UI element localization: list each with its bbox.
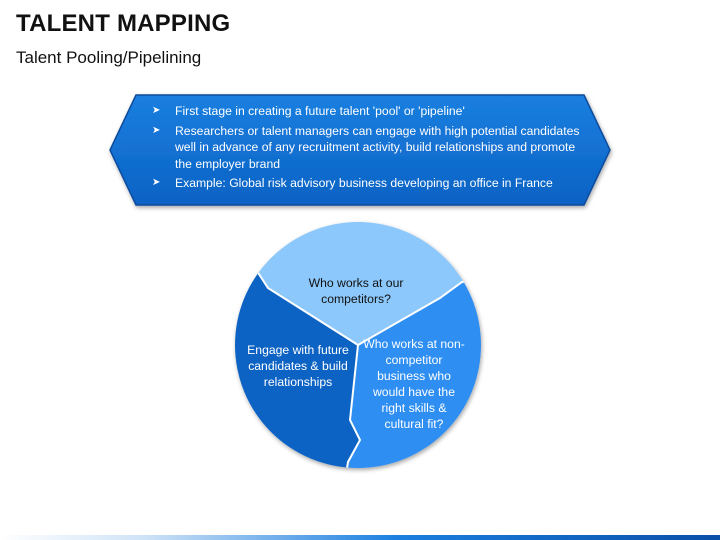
bullet-item: ➤ Researchers or talent managers can eng… [152,123,592,173]
arrow-bullet-icon: ➤ [152,124,161,136]
bullet-item: ➤ Example: Global risk advisory business… [152,175,592,192]
page-title: TALENT MAPPING [16,10,231,37]
segment-top [235,222,481,345]
segment-right-label: Who works at non-competitor business who… [363,337,465,431]
bullet-text: Example: Global risk advisory business d… [175,176,553,190]
footer-accent-bar [0,535,720,540]
arrow-bullet-icon: ➤ [152,177,161,188]
banner-bullet-list: ➤ First stage in creating a future talen… [152,103,592,195]
divider-bottom [344,344,362,468]
page-subtitle: Talent Pooling/Pipelining [16,48,202,67]
text-banner [109,94,611,206]
bullet-text: Researchers or talent managers can engag… [175,123,580,171]
segment-top-label: Who works at our competitors? [308,276,404,306]
segment-left-label: Engage with future candidates & build re… [247,343,349,389]
arrow-bullet-icon: ➤ [152,105,161,116]
bullet-text: First stage in creating a future talent … [175,104,465,118]
bullet-item: ➤ First stage in creating a future talen… [152,103,592,120]
